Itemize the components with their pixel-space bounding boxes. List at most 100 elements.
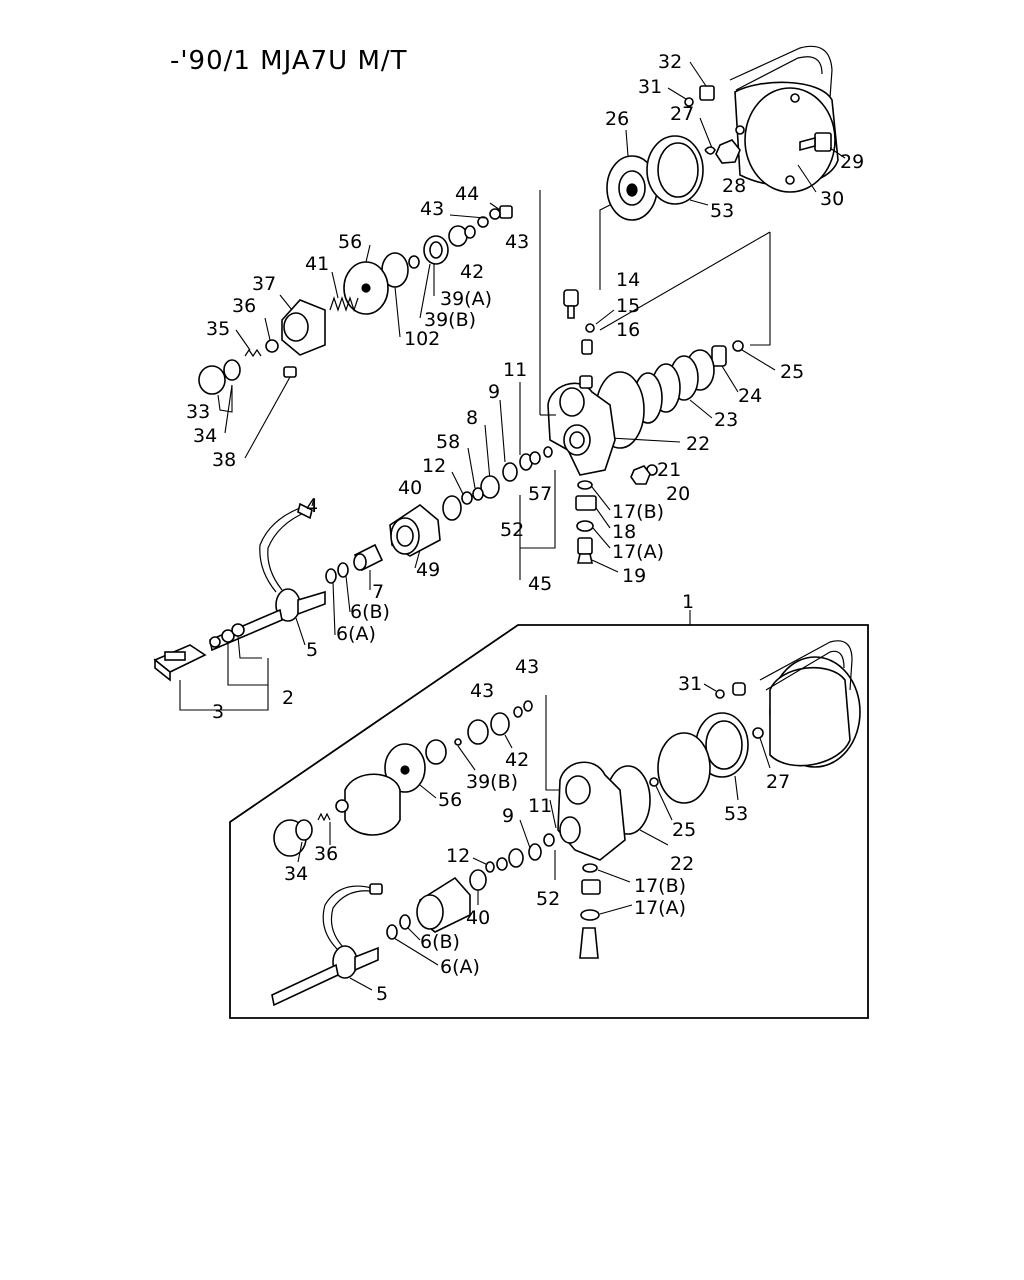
callout-lower-22: 22: [670, 853, 694, 875]
callout-5: 5: [306, 639, 318, 661]
part-17b-washer: [577, 480, 593, 490]
part-24-fitting: [711, 345, 739, 393]
part-56-plate: [343, 244, 389, 315]
lower-part-housing: [344, 773, 401, 836]
part-26-piston: [606, 129, 658, 221]
part-7-nut: [353, 543, 384, 590]
page-title: -'90/1 MJA7U M/T: [170, 46, 408, 76]
part-58-ring: [472, 487, 484, 501]
callout-lower-36: 36: [314, 843, 338, 865]
callout-17b: 17(B): [612, 501, 664, 523]
callout-56: 56: [338, 231, 362, 253]
callout-19: 19: [622, 565, 646, 587]
lower-callouts: 1 43 43 31 42 39(B) 56 27 53 11 9 25 22 …: [284, 591, 790, 1005]
callout-42: 42: [460, 261, 484, 283]
part-15-ring: [585, 323, 595, 333]
callout-11: 11: [503, 359, 527, 381]
callout-28: 28: [722, 175, 746, 197]
callout-43-b: 43: [505, 231, 529, 253]
part-31-ring: [684, 97, 694, 107]
callout-lower-34: 34: [284, 863, 308, 885]
part-12-ring: [461, 491, 473, 505]
part-29-bolt: [799, 132, 846, 159]
callout-30: 30: [820, 188, 844, 210]
callout-27: 27: [670, 103, 694, 125]
callout-45: 45: [528, 573, 552, 595]
part-43-washer-b: [477, 216, 489, 228]
part-28-nut: [715, 139, 741, 164]
lower-booster-shell: [759, 640, 861, 768]
part-18-block: [575, 495, 611, 529]
callout-1: 1: [682, 591, 694, 613]
callout-37: 37: [252, 273, 276, 295]
part-14-fitting: [563, 289, 579, 319]
part-25-ring: [732, 340, 744, 352]
callout-2: 2: [282, 687, 294, 709]
callout-36: 36: [232, 295, 256, 317]
callout-6a: 6(A): [336, 623, 376, 645]
part-35-spring: [244, 348, 262, 358]
callout-26: 26: [605, 108, 629, 130]
lower-part-102: [425, 739, 447, 765]
callout-lower-53: 53: [724, 803, 748, 825]
part-30-booster-shell: [729, 45, 839, 193]
part-5-sensor: [209, 497, 326, 652]
callout-52: 52: [500, 519, 524, 541]
part-19-bolt: [577, 537, 619, 573]
callout-39a: 39(A): [440, 288, 492, 310]
callout-lower-43-b: 43: [470, 680, 494, 702]
callout-15: 15: [616, 295, 640, 317]
part-57-ring: [543, 446, 553, 458]
callout-14: 14: [616, 269, 640, 291]
lower-part-53: [695, 712, 749, 778]
lower-part-piston: [657, 732, 711, 804]
callout-58: 58: [436, 431, 460, 453]
part-37-housing: [279, 294, 326, 356]
callout-lower-17a: 17(A): [634, 897, 686, 919]
lower-part-5-sensor: [271, 883, 383, 1007]
upper-callouts: 32 31 27 26 28 29 30 53 44 43 43 42 56 4…: [186, 51, 864, 723]
part-41-spring: [329, 296, 359, 312]
callout-18: 18: [612, 521, 636, 543]
part-16-fitting: [581, 339, 593, 355]
callout-3: 3: [212, 701, 224, 723]
callout-lower-11: 11: [528, 795, 552, 817]
lower-part-sleeve: [416, 876, 471, 933]
part-8-seal: [480, 475, 500, 499]
callout-lower-6a: 6(A): [440, 956, 480, 978]
callout-9: 9: [488, 381, 500, 403]
part-27-clip: [704, 146, 716, 155]
part-42-ring: [448, 225, 468, 247]
callout-lower-27: 27: [766, 771, 790, 793]
callout-33: 33: [186, 401, 210, 423]
callout-35: 35: [206, 318, 230, 340]
part-33-cap: [198, 365, 226, 395]
valve-body: [547, 375, 616, 476]
callout-29: 29: [840, 151, 864, 173]
callout-lower-17b: 17(B): [634, 875, 686, 897]
callout-53: 53: [710, 200, 734, 222]
lower-valve-body: [557, 761, 626, 861]
callout-57: 57: [528, 483, 552, 505]
callout-49: 49: [416, 559, 440, 581]
callout-44: 44: [455, 183, 479, 205]
callout-43: 43: [420, 198, 444, 220]
part-6a-washer: [325, 568, 337, 584]
callout-6b: 6(B): [350, 601, 390, 623]
callout-21: 21: [657, 459, 681, 481]
part-17a-washer: [576, 520, 594, 532]
part-3-clevis: [153, 644, 207, 682]
callout-40: 40: [398, 477, 422, 499]
callout-lower-6b: 6(B): [420, 931, 460, 953]
callout-16: 16: [616, 319, 640, 341]
part-39-valve-body: [419, 235, 449, 319]
part-36-fitting: [265, 339, 279, 353]
callout-lower-9: 9: [502, 805, 514, 827]
part-9-seal: [502, 462, 518, 482]
callout-34: 34: [193, 425, 217, 447]
part-34-oring: [223, 359, 241, 381]
part-23-bellows: [633, 349, 715, 424]
callout-22: 22: [686, 433, 710, 455]
assembly-frame: [229, 624, 869, 1019]
